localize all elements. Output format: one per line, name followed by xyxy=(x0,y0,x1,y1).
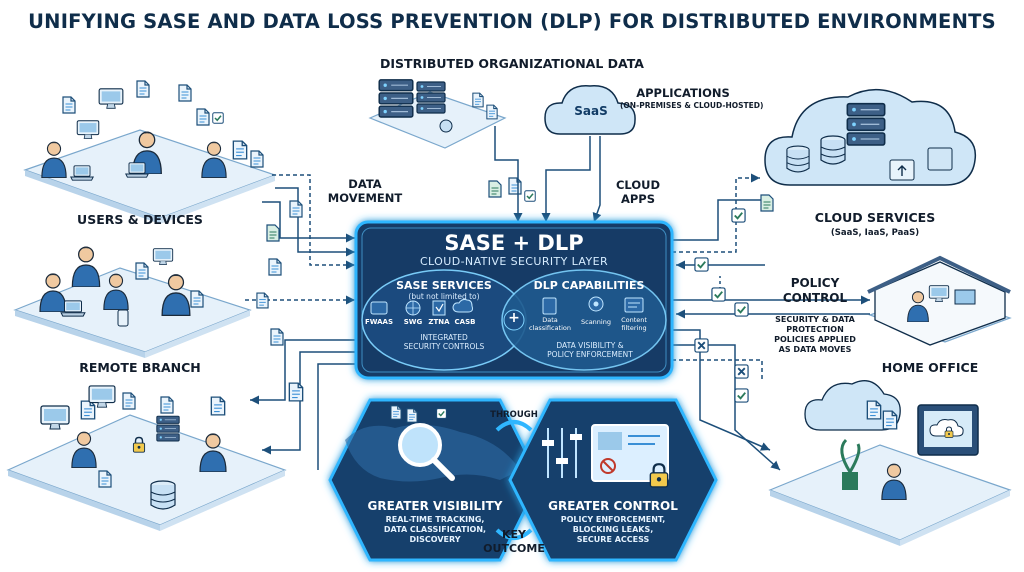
control-heading: GREATER CONTROL xyxy=(548,499,678,513)
data-movement-label-1: DATA xyxy=(348,177,382,191)
policy-sub-3: POLICIES APPLIED xyxy=(774,335,856,344)
key-outcome-label-2: OUTCOME xyxy=(483,542,545,555)
policy-sub-1: SECURITY & DATA xyxy=(775,315,855,324)
sase-tool-icons xyxy=(370,298,473,316)
plus-badge xyxy=(503,309,525,331)
connectors-left xyxy=(245,174,355,470)
through-label: THROUGH xyxy=(490,410,538,420)
dlp-capabilities-heading: DLP CAPABILITIES xyxy=(533,279,645,292)
visibility-heading: GREATER VISIBILITY xyxy=(367,499,503,513)
control-desc-2: BLOCKING LEAKS, xyxy=(572,525,654,534)
cloud-services-label: CLOUD SERVICES xyxy=(814,210,936,225)
platform-users xyxy=(23,129,277,224)
home-office-illustration xyxy=(867,255,1011,346)
right-bottom-illustration xyxy=(804,380,979,500)
applications-sub-label: (ON-PREMISES & CLOUD-HOSTED) xyxy=(620,101,764,110)
cloud-apps-label-1: CLOUD xyxy=(615,178,661,192)
tool-fwaas: FWaaS xyxy=(364,318,394,326)
visibility-desc-3: DISCOVERY xyxy=(409,535,461,544)
users-devices-label: USERS & DEVICES xyxy=(77,212,203,227)
saas-cloud-icon xyxy=(544,85,636,135)
dlp-foot-2: POLICY ENFORCEMENT xyxy=(547,350,633,359)
remote-branch-illustration xyxy=(39,246,204,327)
venn-dlp-circle xyxy=(501,269,667,371)
cap-data-2: classification xyxy=(528,324,572,332)
applications-label: APPLICATIONS xyxy=(636,86,730,100)
data-movement-label-2: MOVEMENT xyxy=(327,191,403,205)
visibility-desc-2: DATA CLASSIFICATION, xyxy=(383,525,487,534)
home-office-label: HOME OFFICE xyxy=(881,360,979,375)
dlp-foot-1: DATA VISIBILITY & xyxy=(556,341,624,350)
cap-scanning: Scanning xyxy=(581,318,611,326)
key-outcome-link xyxy=(495,420,533,540)
applications-illustration xyxy=(368,79,536,202)
sase-foot-2: SECURITY CONTROLS xyxy=(403,342,485,351)
sase-services-heading: SASE SERVICES xyxy=(396,279,492,292)
cloud-services-sub-label: (SaaS, IaaS, PaaS) xyxy=(830,228,920,238)
tool-swg: SWG xyxy=(403,318,423,326)
cloud-apps-label-2: APPS xyxy=(620,192,656,206)
cap-content-2: filtering xyxy=(621,324,647,332)
top-label: DISTRIBUTED ORGANIZATIONAL DATA xyxy=(380,56,644,71)
key-outcome-label-1: KEY xyxy=(501,528,526,541)
cloud-services-illustration xyxy=(764,88,977,186)
platform-branch-bottom xyxy=(6,414,287,531)
core-subtitle: CLOUD-NATIVE SECURITY LAYER xyxy=(419,255,609,268)
tool-casb: CASB xyxy=(454,318,476,326)
tool-ztna: ZTNA xyxy=(428,318,450,326)
connectors-top xyxy=(494,126,602,223)
control-desc-1: POLICY ENFORCEMENT, xyxy=(560,515,666,524)
policy-control-label-1: POLICY xyxy=(790,276,840,290)
visibility-desc-1: REAL-TIME TRACKING, xyxy=(385,515,485,524)
saas-label: SaaS xyxy=(574,104,608,118)
dlp-capability-icons xyxy=(542,296,644,315)
policy-control-label-2: CONTROL xyxy=(782,291,848,305)
cap-data-1: Data xyxy=(542,316,558,324)
policy-sub-4: AS DATA MOVES xyxy=(778,345,852,354)
remote-branch-label: REMOTE BRANCH xyxy=(79,360,201,375)
sase-note: (but not limited to) xyxy=(408,292,480,301)
visibility-hexagon xyxy=(328,398,542,562)
sase-foot-1: INTEGRATED xyxy=(420,333,468,342)
control-hexagon xyxy=(508,398,718,562)
core-title: SASE + DLP xyxy=(444,231,584,255)
cap-content-1: Content xyxy=(621,316,647,324)
policy-sub-2: PROTECTION xyxy=(786,325,844,334)
page-title: UNIFYING SASE AND DATA LOSS PREVENTION (… xyxy=(28,10,996,33)
control-desc-3: SECURE ACCESS xyxy=(576,535,650,544)
plus-sign: + xyxy=(508,310,520,326)
